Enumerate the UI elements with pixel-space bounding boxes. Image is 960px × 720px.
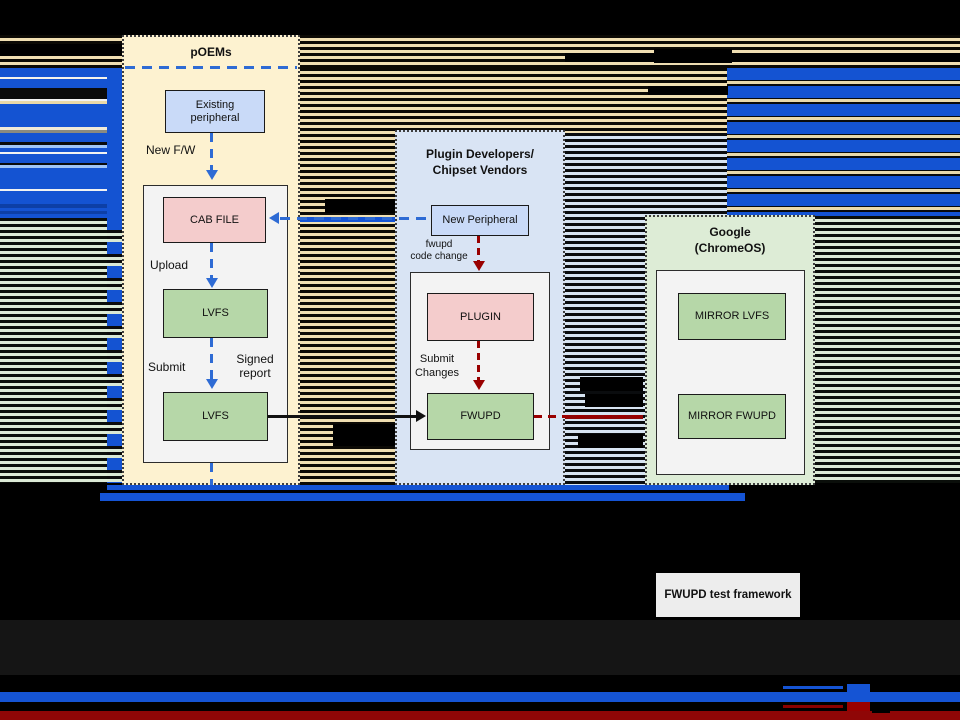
panel-google-title-line1: Google — [709, 225, 751, 239]
glitch-left-green-stripes — [0, 218, 107, 483]
node-mirror-fwupd: MIRROR FWUPD — [678, 394, 786, 439]
glitch-blue-bar-full — [0, 692, 960, 702]
glitch-redaction-1 — [654, 49, 732, 63]
glitch-left-blue-noise — [0, 68, 107, 218]
glitch-redaction-7 — [578, 434, 643, 448]
node-lvfs-upper: LVFS — [163, 289, 268, 338]
node-mirror-lvfs-label: MIRROR LVFS — [694, 310, 770, 322]
label-submit-changes-line2: Changes — [414, 367, 460, 379]
arrow-submit-changes-line — [477, 341, 480, 381]
label-fwupd-code-change: fwupd code change — [405, 239, 473, 263]
panel-plugin-title-line1: Plugin Developers/ — [425, 147, 535, 161]
label-signed-report: Signed report — [236, 352, 274, 380]
node-mirror-lvfs: MIRROR LVFS — [678, 293, 786, 340]
node-fwupd: FWUPD — [427, 393, 534, 440]
panel-poems-title: pOEMs — [190, 45, 232, 59]
node-fwupd-test-framework: FWUPD test framework — [656, 573, 800, 617]
glitch-red-square — [847, 702, 870, 712]
glitch-mid-tan-column — [300, 68, 395, 485]
glitch-black-notch — [872, 708, 890, 713]
arrow-fwupd-code-change-line — [477, 236, 480, 262]
node-cab-file: CAB FILE — [163, 197, 266, 243]
arrow-newperipheral-to-cabfile-line — [280, 217, 431, 220]
glitch-dark-band — [0, 620, 960, 675]
panel-plugin-title-line2: Chipset Vendors — [432, 163, 528, 177]
label-fwupd-code-change-line1: fwupd — [425, 239, 453, 250]
glitch-redaction-5 — [580, 377, 643, 391]
arrow-submit-changes-head — [473, 380, 485, 390]
node-existing-peripheral: Existing peripheral — [165, 90, 265, 133]
arrow-newfw-line — [210, 133, 213, 173]
glitch-redaction-2 — [648, 86, 728, 95]
label-submit-changes-line1: Submit — [419, 353, 455, 365]
arrow-poems-tail-line — [210, 463, 213, 485]
glitch-redaction-6 — [585, 394, 643, 407]
glitch-right-blue-bars — [727, 68, 960, 216]
glitch-black-patch-top-right — [565, 53, 960, 62]
arrow-submit-line — [210, 338, 213, 380]
glitch-blue-line-small — [783, 686, 843, 689]
glitch-redaction-4 — [333, 424, 403, 446]
node-plugin-label: PLUGIN — [460, 310, 501, 323]
glitch-redaction-3 — [325, 199, 397, 213]
node-cab-file-label: CAB FILE — [190, 213, 239, 226]
arrow-lvfs-to-fwupd-line — [268, 415, 418, 418]
glitch-black-patch-top-left — [0, 44, 122, 56]
arrow-submit-head — [206, 379, 218, 389]
label-new-fw: New F/W — [146, 143, 196, 157]
arrow-newfw-head — [206, 170, 218, 180]
node-fwupd-label: FWUPD — [460, 410, 501, 422]
node-lvfs-lower-label: LVFS — [202, 410, 229, 422]
label-upload: Upload — [150, 258, 189, 272]
arrow-upload-line — [210, 243, 213, 279]
glitch-red-line-small — [783, 705, 843, 708]
label-fwupd-code-change-line2: code change — [410, 251, 468, 262]
panel-google-title-line2: (ChromeOS) — [694, 241, 766, 255]
arrow-fwupd-to-mirror-line — [534, 415, 664, 418]
node-lvfs-lower: LVFS — [163, 392, 268, 441]
node-lvfs-upper-label: LVFS — [202, 307, 229, 319]
node-new-peripheral-label: New Peripheral — [442, 214, 518, 226]
node-fwupd-test-framework-label: FWUPD test framework — [664, 589, 792, 601]
glitch-bottom-blue-bar-2 — [100, 493, 745, 501]
glitch-left-blue-blocks — [107, 218, 122, 483]
node-new-peripheral: New Peripheral — [431, 205, 529, 236]
glitch-bottom-blue-bar-1 — [107, 485, 729, 490]
node-existing-peripheral-label: Existing peripheral — [190, 98, 240, 124]
poems-header-dashed-line — [125, 66, 297, 69]
arrow-newperipheral-to-cabfile-head — [269, 212, 279, 224]
label-submit: Submit — [148, 360, 186, 374]
node-mirror-fwupd-label: MIRROR FWUPD — [688, 410, 776, 422]
glitch-upper-tan-column — [395, 68, 727, 133]
arrow-lvfs-to-fwupd-head — [416, 410, 426, 422]
glitch-right-green-stripes — [815, 216, 960, 483]
glitch-red-bar-full — [0, 711, 960, 720]
arrow-upload-head — [206, 278, 218, 288]
label-submit-changes: Submit Changes — [406, 352, 468, 380]
arrow-fwupd-code-change-head — [473, 261, 485, 271]
node-plugin: PLUGIN — [427, 293, 534, 341]
